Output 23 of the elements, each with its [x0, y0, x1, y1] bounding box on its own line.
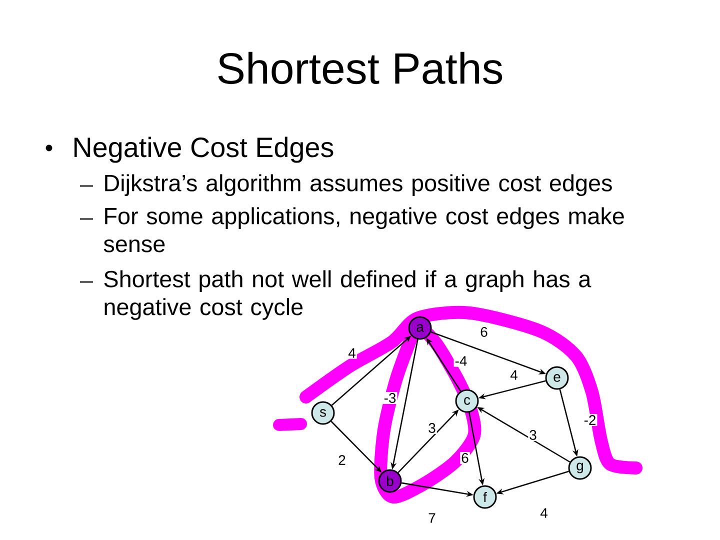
- graph-vertex: e: [545, 366, 569, 390]
- graph-vertex: a: [408, 316, 432, 340]
- bullet-text: Negative Cost Edges: [74, 136, 334, 163]
- slide-title: Shortest Paths: [218, 52, 502, 84]
- edge-label: 3: [528, 429, 538, 441]
- edge-label: 4: [539, 507, 549, 519]
- edge-label: 6: [479, 326, 489, 338]
- edge-label: 2: [337, 454, 347, 466]
- edge-label: -2: [582, 414, 598, 426]
- bullet-text: Dijkstra’s algorithm assumes positive cost edges: [105, 174, 612, 196]
- edge-label: 6: [460, 452, 470, 464]
- graph-vertex: c: [455, 389, 479, 413]
- edge-label: 7: [427, 512, 437, 524]
- edge-label: 3: [427, 422, 437, 434]
- edge-label: 4: [509, 369, 519, 381]
- edge-label: -4: [454, 355, 468, 367]
- graph-vertex: b: [378, 469, 402, 493]
- bullet-text: For some applications, negative cost edges make sense: [104, 207, 624, 252]
- graph-vertex: s: [311, 401, 335, 425]
- graph-vertex: g: [568, 456, 592, 480]
- edge-label: 4: [347, 347, 357, 359]
- graph-vertex: f: [473, 485, 497, 509]
- edge-label: -3: [382, 392, 398, 404]
